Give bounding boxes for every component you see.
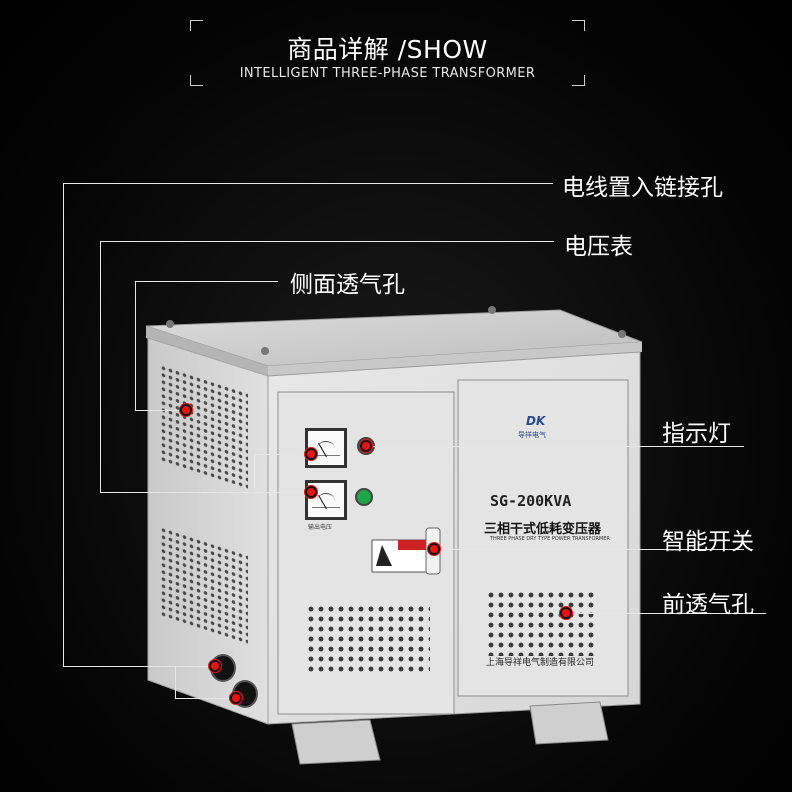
marker-cable-hole bbox=[230, 692, 242, 704]
marker-voltmeter bbox=[305, 448, 317, 460]
leader-cable-hole bbox=[63, 183, 553, 184]
frame-corner bbox=[572, 75, 585, 86]
product-name-cn: 三相干式低耗变压器 bbox=[484, 522, 602, 537]
callout-indicator-light: 指示灯 bbox=[662, 421, 731, 447]
frame-corner bbox=[572, 20, 585, 31]
marker-side-vent bbox=[180, 404, 192, 416]
manufacturer-name: 上海导祥电气制造有限公司 bbox=[486, 658, 595, 668]
leader-indicator bbox=[366, 446, 744, 447]
header-subtitle: INTELLIGENT THREE-PHASE TRANSFORMER bbox=[239, 66, 536, 81]
marker-front-vent bbox=[560, 607, 572, 619]
callout-voltmeter: 电压表 bbox=[564, 234, 633, 260]
cabinet-top-front-edge bbox=[268, 342, 642, 376]
leader-cable-hole bbox=[175, 666, 176, 698]
marker-switch bbox=[428, 543, 440, 555]
brand-name-small: 导祥电气 bbox=[518, 431, 546, 439]
front-vent-left bbox=[306, 604, 430, 676]
meter-caption: 输出电压 bbox=[308, 524, 333, 531]
marker-cable-hole bbox=[209, 660, 221, 672]
model-number: SG-200KVA bbox=[490, 492, 572, 510]
callout-front-vent: 前透气孔 bbox=[662, 592, 754, 618]
leader-voltmeter bbox=[100, 241, 101, 492]
leader-side-vent bbox=[135, 281, 278, 282]
cabinet-foot bbox=[529, 701, 609, 745]
header-title: 商品详解 /SHOW bbox=[287, 35, 488, 64]
header-frame: 商品详解 /SHOW INTELLIGENT THREE-PHASE TRANS… bbox=[190, 20, 585, 86]
leader-voltmeter bbox=[100, 492, 310, 493]
leader-cable-hole bbox=[63, 183, 64, 666]
leader-voltmeter bbox=[254, 454, 255, 492]
callout-cable-hole: 电线置入链接孔 bbox=[562, 175, 723, 201]
cabinet-foot bbox=[291, 719, 381, 765]
brand-logo: DK bbox=[526, 414, 546, 428]
leader-side-vent bbox=[135, 410, 185, 411]
indicator-lamp-green bbox=[355, 488, 373, 506]
leader-front-vent bbox=[566, 613, 766, 614]
leader-switch bbox=[434, 549, 744, 550]
cabinet-top-edge bbox=[146, 326, 268, 376]
leader-side-vent bbox=[135, 281, 136, 410]
frame-corner bbox=[190, 75, 203, 86]
product-name-en: THREE PHASE DRY TYPE POWER TRANSFORMER bbox=[490, 536, 610, 542]
frame-corner bbox=[190, 20, 203, 31]
leader-cable-hole bbox=[175, 698, 235, 699]
leader-voltmeter bbox=[254, 454, 310, 455]
callout-side-vent: 侧面透气孔 bbox=[290, 272, 405, 298]
leader-cable-hole bbox=[63, 666, 213, 667]
leader-voltmeter bbox=[100, 241, 554, 242]
marker-voltmeter bbox=[305, 486, 317, 498]
callout-smart-switch: 智能开关 bbox=[662, 529, 754, 555]
marker-indicator bbox=[360, 440, 372, 452]
front-vent-right bbox=[486, 590, 598, 656]
